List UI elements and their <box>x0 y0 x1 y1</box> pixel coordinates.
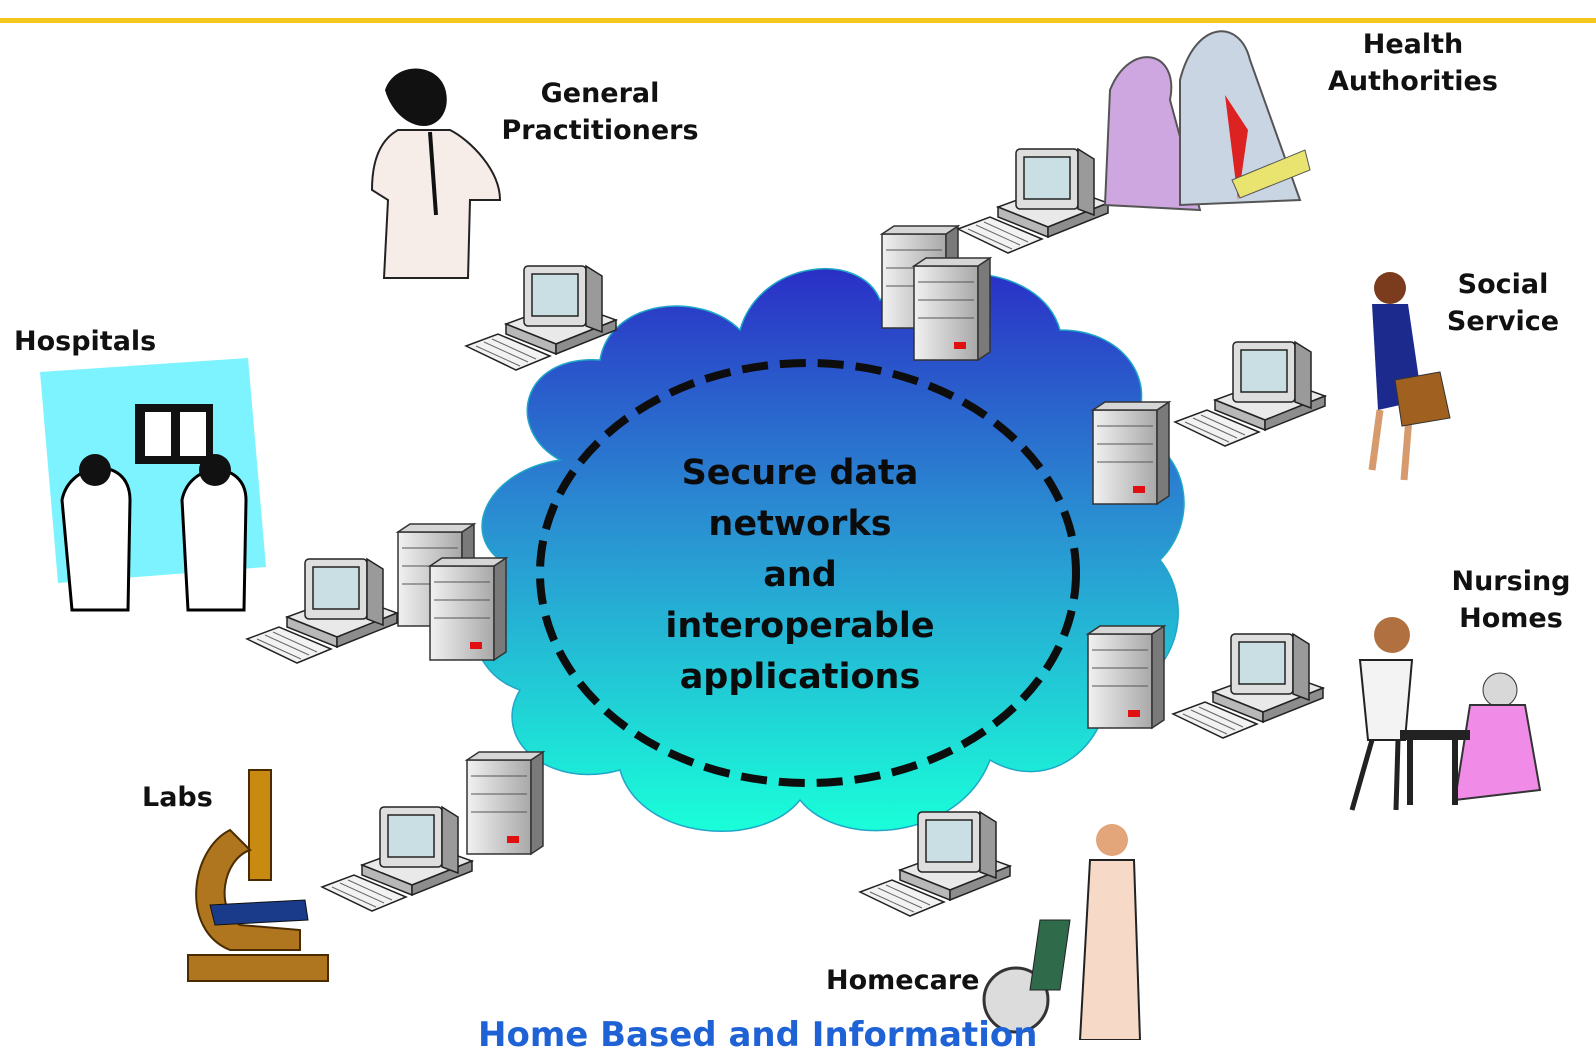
hospitals-clipart <box>40 358 266 612</box>
computer-icon <box>1172 633 1324 739</box>
label-nursing-homes: Nursing Homes <box>1446 563 1576 637</box>
center-text-line: applications <box>679 657 921 697</box>
center-text: Secure data networks and interoperable a… <box>630 448 970 703</box>
server-icon <box>466 751 544 855</box>
label-line: General <box>540 78 660 109</box>
label-homecare: Homecare <box>826 965 980 996</box>
general-practitioner-clipart <box>370 68 502 279</box>
label-line: Social <box>1457 269 1549 300</box>
accent-bar <box>0 18 1596 23</box>
health-authorities-clipart <box>1103 30 1311 212</box>
center-text-line: and <box>763 555 837 595</box>
label-health-authorities: Health Authorities <box>1318 26 1508 100</box>
computer-icon <box>1174 341 1326 447</box>
network-cloud <box>471 268 1185 832</box>
nursing-homes-clipart <box>1349 617 1542 811</box>
center-text-line: Secure data <box>681 453 919 493</box>
label-line: Homes <box>1459 603 1563 634</box>
homecare-clipart <box>982 824 1142 1040</box>
label-social-service: Social Service <box>1438 266 1568 340</box>
label-line: Nursing <box>1451 566 1571 597</box>
label-line: Service <box>1446 306 1560 337</box>
label-general-practitioners: General Practitioners <box>500 75 700 149</box>
computer-icon <box>246 558 398 664</box>
server-icon <box>913 257 991 361</box>
server-icon <box>1092 401 1170 505</box>
server-icon <box>429 557 507 661</box>
label-line: Practitioners <box>501 115 699 146</box>
social-service-clipart <box>1368 272 1451 481</box>
computer-icon <box>465 265 617 371</box>
server-icon <box>1087 625 1165 729</box>
footer-text: Home Based and Information <box>478 1015 1038 1055</box>
secure-network-ellipse <box>536 359 1080 787</box>
computer-icon <box>321 806 473 912</box>
label-hospitals: Hospitals <box>14 326 157 357</box>
label-line: Health <box>1362 29 1464 60</box>
center-text-line: interoperable <box>665 606 935 646</box>
computer-icon <box>957 148 1109 254</box>
label-line: Authorities <box>1328 66 1498 97</box>
label-labs: Labs <box>142 782 213 813</box>
center-text-line: networks <box>708 504 892 544</box>
microscope-clipart <box>187 769 329 982</box>
